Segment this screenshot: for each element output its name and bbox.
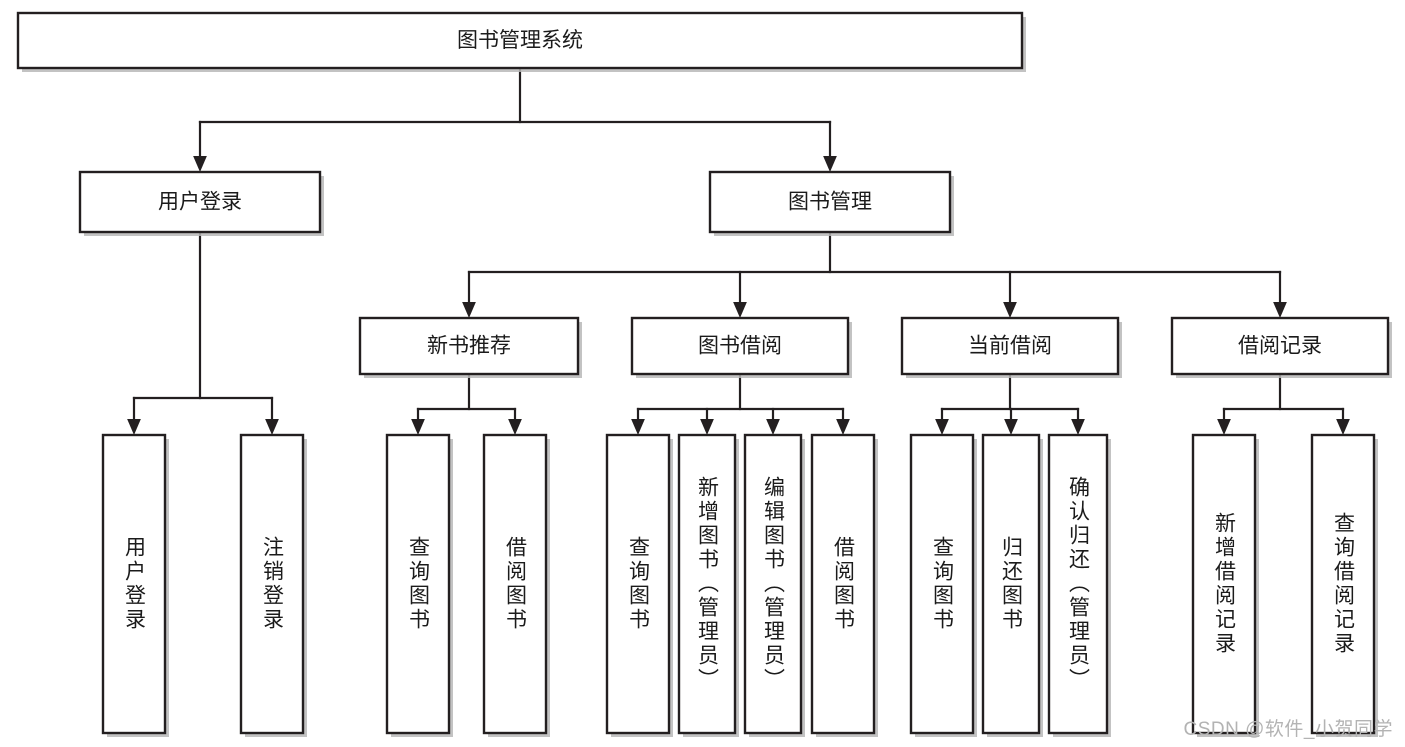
node-borrow-record[interactable] xyxy=(1170,316,1390,376)
node-leaf-add-record[interactable] xyxy=(1191,433,1257,735)
node-book-borrow-label: 图书借阅 xyxy=(698,335,782,358)
node-leaf-borrow-book-2[interactable] xyxy=(810,433,876,735)
edge-borrow-record-arrow-1 xyxy=(1336,419,1350,435)
node-borrow-record-label: 借阅记录 xyxy=(1238,335,1322,358)
edge-new-book-rec-arrow-1 xyxy=(508,419,522,435)
node-leaf-confirm-return[interactable] xyxy=(1047,433,1109,735)
node-leaf-logout[interactable] xyxy=(239,433,305,735)
node-leaf-query-book-1[interactable] xyxy=(385,433,451,735)
node-book-manage-label: 图书管理 xyxy=(788,191,872,214)
node-user-login[interactable] xyxy=(78,170,322,234)
node-leaf-borrow-book-1[interactable] xyxy=(482,433,548,735)
edge-root-arrow-0 xyxy=(193,156,207,172)
node-leaf-user-login[interactable] xyxy=(101,433,167,735)
node-current-borrow-label: 当前借阅 xyxy=(968,335,1052,358)
edge-current-borrow-arrow-0 xyxy=(935,419,949,435)
edges-layer xyxy=(127,66,1350,435)
edge-book-manage-arrow-3 xyxy=(1273,302,1287,318)
edge-root-arrow-1 xyxy=(823,156,837,172)
node-leaf-query-record[interactable] xyxy=(1310,433,1376,735)
edge-new-book-rec-arrow-0 xyxy=(411,419,425,435)
edge-book-manage-arrow-1 xyxy=(733,302,747,318)
edge-user-login-arrow-0 xyxy=(127,419,141,435)
node-new-book-rec-label: 新书推荐 xyxy=(427,335,511,358)
edge-current-borrow-arrow-2 xyxy=(1071,419,1085,435)
node-leaf-return-book[interactable] xyxy=(981,433,1041,735)
boxes-layer xyxy=(16,11,1392,737)
node-user-login-label: 用户登录 xyxy=(158,191,242,214)
edge-book-borrow-arrow-3 xyxy=(836,419,850,435)
node-leaf-query-book-2[interactable] xyxy=(605,433,671,735)
edge-book-borrow-arrow-1 xyxy=(700,419,714,435)
watermark: CSDN @软件_小贺同学 xyxy=(1183,719,1393,740)
edge-current-borrow-arrow-1 xyxy=(1004,419,1018,435)
node-current-borrow[interactable] xyxy=(900,316,1120,376)
node-new-book-rec[interactable] xyxy=(358,316,580,376)
node-root[interactable] xyxy=(16,11,1024,70)
node-leaf-edit-book[interactable] xyxy=(743,433,803,735)
edge-borrow-record-arrow-0 xyxy=(1217,419,1231,435)
edge-book-manage-arrow-2 xyxy=(1003,302,1017,318)
edge-user-login-arrow-1 xyxy=(265,419,279,435)
node-leaf-add-book[interactable] xyxy=(677,433,737,735)
node-book-manage[interactable] xyxy=(708,170,952,234)
edge-book-manage-arrow-0 xyxy=(462,302,476,318)
node-root-label: 图书管理系统 xyxy=(457,29,583,52)
node-leaf-query-book-3[interactable] xyxy=(909,433,975,735)
edge-book-borrow-arrow-2 xyxy=(766,419,780,435)
node-book-borrow[interactable] xyxy=(630,316,850,376)
edge-book-borrow-arrow-0 xyxy=(631,419,645,435)
